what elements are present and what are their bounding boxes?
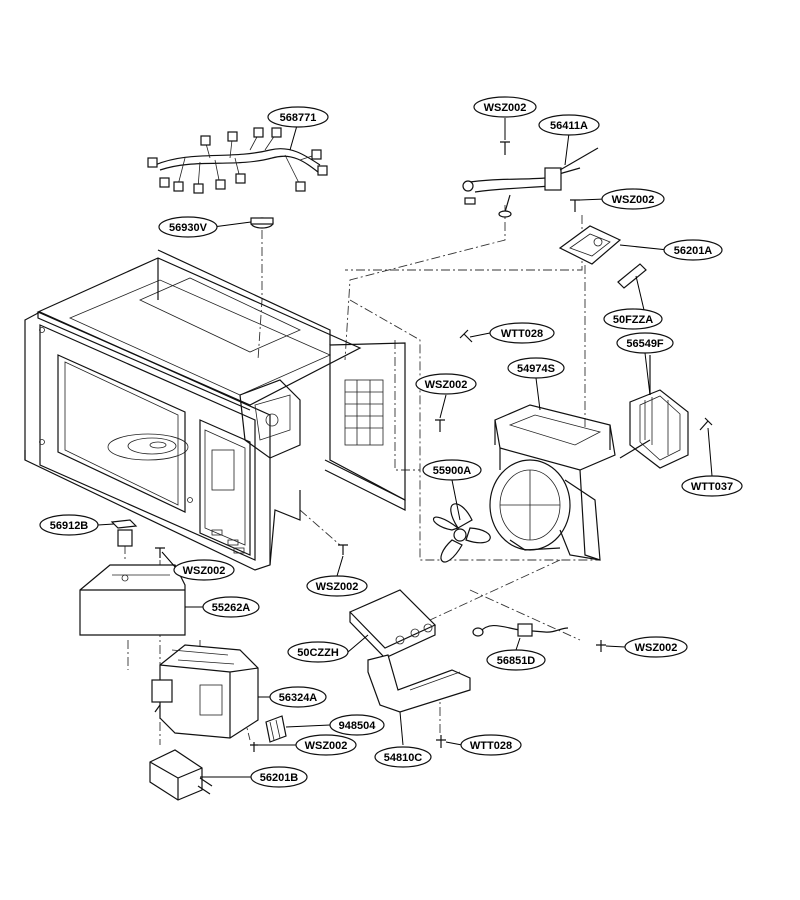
svg-text:948504: 948504 — [339, 720, 377, 732]
capacitor-50CZZH — [348, 589, 437, 659]
svg-text:56930V: 56930V — [169, 222, 208, 234]
fan-bracket-54974S — [489, 404, 616, 561]
callout-56549F: 56549F — [616, 332, 674, 354]
fan-motor-56549F — [619, 355, 689, 469]
label-leader-lines — [97, 118, 713, 778]
callout-WSZ002-top: WSZ002 — [473, 96, 537, 118]
connector-948504 — [265, 715, 287, 743]
svg-text:WSZ002: WSZ002 — [612, 194, 655, 206]
callout-568771: 568771 — [267, 106, 329, 128]
fan-blade-55900A — [433, 503, 491, 563]
svg-text:WSZ002: WSZ002 — [305, 740, 348, 752]
part-callouts: 568771 56930V WSZ002 56411A WSZ002 56201… — [39, 96, 743, 788]
svg-text:56324A: 56324A — [279, 692, 318, 704]
fuse-holder-56912B — [110, 519, 138, 547]
transformer-56324A — [151, 644, 259, 739]
callout-56201B: 56201B — [250, 766, 308, 788]
callout-54810C: 54810C — [374, 746, 432, 768]
cord-plug-56201B — [149, 749, 213, 801]
svg-text:55900A: 55900A — [433, 465, 472, 477]
callout-50CZZH: 50CZZH — [287, 641, 349, 663]
svg-text:56912B: 56912B — [50, 520, 89, 532]
wire-harness — [147, 127, 328, 194]
callout-WTT028-b: WTT028 — [460, 734, 522, 756]
svg-text:WSZ002: WSZ002 — [316, 581, 359, 593]
callout-50FZZA: 50FZZA — [603, 308, 663, 330]
svg-text:50CZZH: 50CZZH — [297, 647, 339, 659]
svg-text:56201A: 56201A — [674, 245, 713, 257]
fuse-50FZZA — [617, 263, 647, 289]
callout-54974S: 54974S — [507, 357, 565, 379]
sensor-56851D — [472, 623, 569, 637]
cover-55262A — [79, 564, 186, 636]
svg-text:55262A: 55262A — [212, 602, 251, 614]
oven-cavity-assembly — [24, 249, 406, 571]
callout-56912B: 56912B — [39, 514, 99, 536]
callout-56201A: 56201A — [663, 239, 723, 261]
callout-56324A: 56324A — [269, 686, 327, 708]
callout-WTT028-a: WTT028 — [489, 322, 555, 344]
callout-WSZ002-d: WSZ002 — [173, 559, 235, 581]
callout-56851D: 56851D — [486, 649, 546, 671]
callout-948504: 948504 — [329, 714, 385, 736]
pcb-56201A — [558, 225, 622, 265]
thermostat-part — [250, 217, 274, 229]
callout-WSZ002-e: WSZ002 — [306, 575, 368, 597]
svg-text:WTT028: WTT028 — [501, 328, 543, 340]
callout-55900A: 55900A — [422, 459, 482, 481]
callout-WSZ002-c: WSZ002 — [415, 373, 477, 395]
svg-text:WSZ002: WSZ002 — [425, 379, 468, 391]
svg-text:54974S: 54974S — [517, 363, 555, 375]
svg-text:56201B: 56201B — [260, 772, 299, 784]
svg-text:WSZ002: WSZ002 — [635, 642, 678, 654]
svg-text:50FZZA: 50FZZA — [613, 314, 653, 326]
callout-WSZ002-b: WSZ002 — [601, 188, 665, 210]
svg-text:56411A: 56411A — [550, 120, 588, 132]
svg-text:WTT037: WTT037 — [691, 481, 733, 493]
screw-markers — [155, 141, 713, 752]
svg-text:56549F: 56549F — [626, 338, 664, 350]
svg-text:WSZ002: WSZ002 — [183, 565, 226, 577]
svg-text:568771: 568771 — [280, 112, 317, 124]
bracket-54810C — [367, 654, 471, 713]
callout-WSZ002-f: WSZ002 — [624, 636, 688, 658]
cable-56411A — [462, 147, 599, 218]
callout-55262A: 55262A — [202, 596, 260, 618]
svg-text:WTT028: WTT028 — [470, 740, 512, 752]
callout-56411A: 56411A — [538, 114, 600, 136]
svg-text:WSZ002: WSZ002 — [484, 102, 527, 114]
svg-text:56851D: 56851D — [497, 655, 536, 667]
callout-56930V: 56930V — [158, 216, 218, 238]
callout-WTT037: WTT037 — [681, 475, 743, 497]
callout-WSZ002-g: WSZ002 — [295, 734, 357, 756]
svg-text:54810C: 54810C — [384, 752, 423, 764]
